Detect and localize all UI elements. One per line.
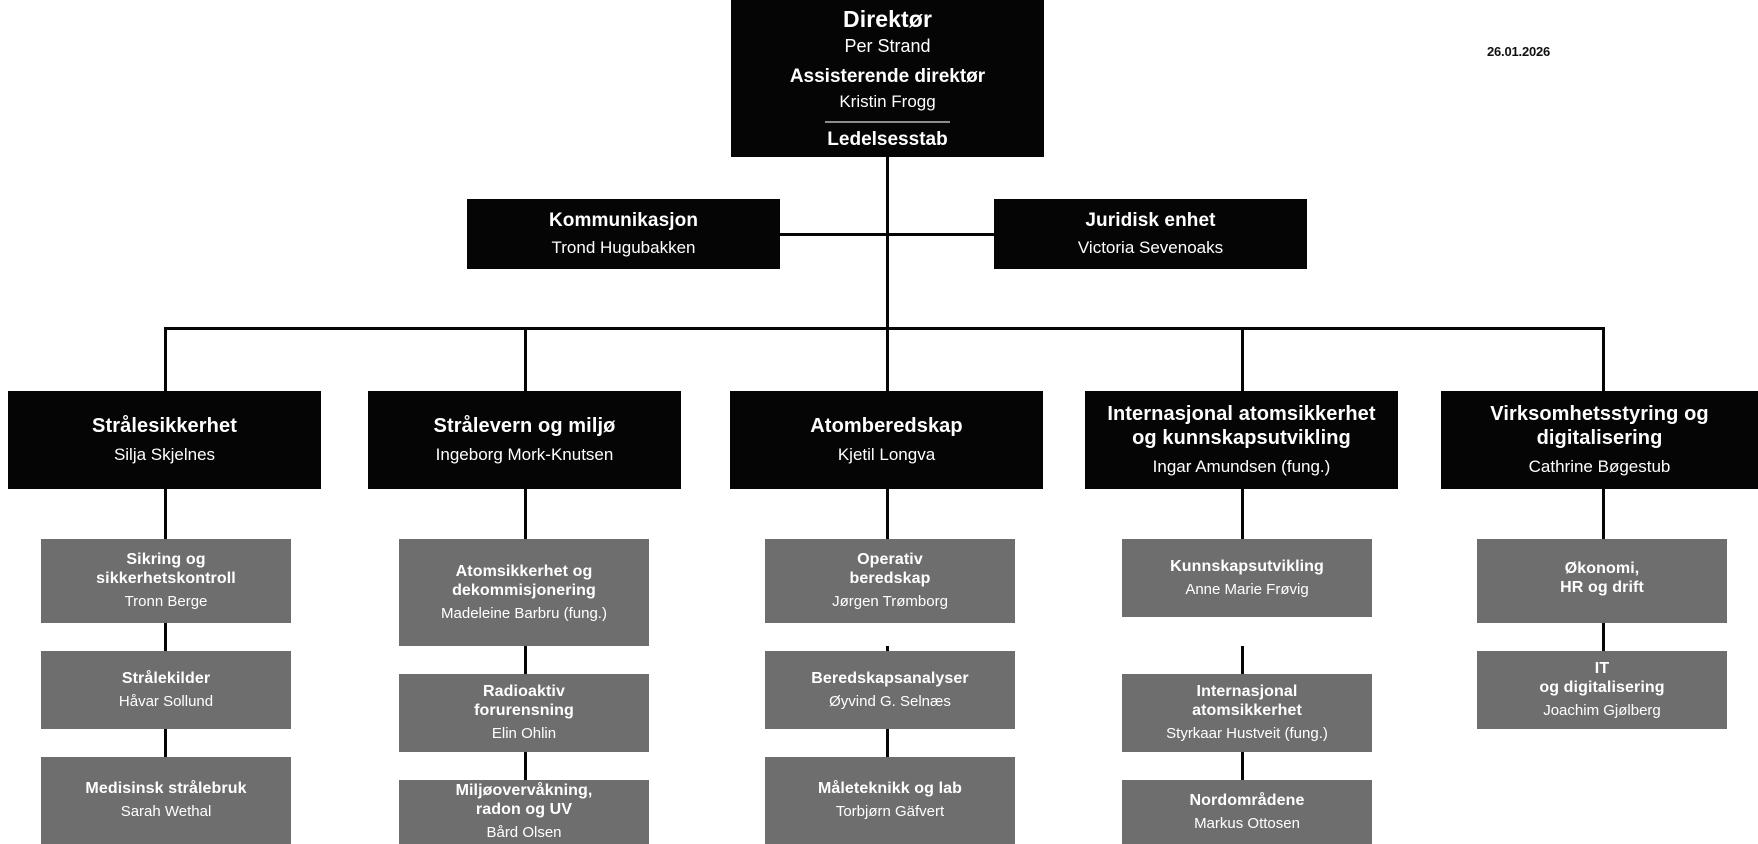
connector-sec-1-1 <box>164 489 167 539</box>
connector-drop-dept-3 <box>886 327 889 391</box>
section-title: Nordområdene <box>1189 791 1305 809</box>
department-title: Strålevern og miljø <box>433 414 616 437</box>
section-title: Måleteknikk og lab <box>817 780 963 798</box>
connector-department-bus <box>164 327 1605 330</box>
director-name: Per Strand <box>844 36 931 57</box>
section-head: Markus Ottosen <box>1194 814 1300 832</box>
section-head: Sarah Wethal <box>120 803 212 821</box>
connector-sec-5-1 <box>1602 489 1605 539</box>
section-head: Håvar Sollund <box>118 692 214 710</box>
section-head: Joachim Gjølberg <box>1543 702 1661 720</box>
connector-sec-5-2 <box>1602 623 1605 651</box>
connector-sec-2-1 <box>524 489 527 539</box>
section-miljoovervakning-radon-og-uv[interactable]: Miljøovervåkning,radon og UV Bård Olsen <box>399 780 649 844</box>
connector-sec-3-1 <box>886 489 889 539</box>
section-head: Tronn Berge <box>124 593 208 611</box>
connector-director-vertical <box>886 157 889 329</box>
section-nordomradene[interactable]: Nordområdene Markus Ottosen <box>1122 780 1372 844</box>
connector-sec-4-2 <box>1241 646 1244 674</box>
leadership-staff-label: Ledelsesstab <box>827 128 948 150</box>
director-box[interactable]: Direktør Per Strand Assisterende direktø… <box>731 0 1044 157</box>
department-head: Kjetil Longva <box>837 445 936 465</box>
connector-sec-2-2 <box>524 646 527 674</box>
section-title: Miljøovervåkning,radon og UV <box>455 782 593 819</box>
connector-sec-4-1 <box>1241 489 1244 539</box>
section-head: Øyvind G. Selnæs <box>829 692 951 710</box>
staff-unit-kommunikasjon[interactable]: Kommunikasjon Trond Hugubakken <box>467 199 780 269</box>
section-head: Madeleine Barbru (fung.) <box>441 604 607 622</box>
department-title: Atomberedskap <box>810 414 963 437</box>
section-okonomi-hr-og-drift[interactable]: Økonomi,HR og drift <box>1477 539 1727 623</box>
connector-sec-1-2 <box>164 623 167 651</box>
department-stralevern-og-miljo[interactable]: Strålevern og miljø Ingeborg Mork-Knutse… <box>368 391 681 489</box>
section-head: Jørgen Trømborg <box>832 593 948 611</box>
connector-sec-1-3 <box>164 729 167 757</box>
section-title: Økonomi,HR og drift <box>1560 560 1644 596</box>
director-title: Direktør <box>843 6 932 32</box>
connector-sec-3-3 <box>886 729 889 757</box>
connector-sec-2-3 <box>524 752 527 780</box>
section-head: Elin Ohlin <box>491 725 557 743</box>
connector-drop-dept-2 <box>524 327 527 391</box>
section-head: Styrkaar Hustveit (fung.) <box>1166 725 1328 743</box>
department-head: Cathrine Bøgestub <box>1528 457 1671 477</box>
staff-unit-juridisk-enhet[interactable]: Juridisk enhet Victoria Sevenoaks <box>994 199 1307 269</box>
section-medisinsk-stralebruk[interactable]: Medisinsk strålebruk Sarah Wethal <box>41 757 291 844</box>
staff-unit-name: Trond Hugubakken <box>551 238 696 258</box>
section-head: Anne Marie Frøvig <box>1185 580 1309 598</box>
department-title: Strålesikkerhet <box>92 414 237 437</box>
section-head: Torbjørn Gäfvert <box>835 803 945 821</box>
department-head: Ingeborg Mork-Knutsen <box>435 445 614 465</box>
section-maleteknikk-og-lab[interactable]: Måleteknikk og lab Torbjørn Gäfvert <box>765 757 1015 844</box>
date-stamp: 26.01.2026 <box>1487 44 1551 59</box>
staff-unit-title: Juridisk enhet <box>1085 209 1216 231</box>
section-title: Medisinsk strålebruk <box>85 780 247 798</box>
section-title: Strålekilder <box>121 669 211 687</box>
staff-unit-name: Victoria Sevenoaks <box>1077 238 1224 258</box>
section-kunnskapsutvikling[interactable]: Kunnskapsutvikling Anne Marie Frøvig <box>1122 539 1372 617</box>
section-title: Kunnskapsutvikling <box>1170 557 1324 575</box>
section-title: Beredskapsanalyser <box>811 669 969 687</box>
connector-staff-left <box>780 233 888 236</box>
department-head: Silja Skjelnes <box>113 445 216 465</box>
department-head: Ingar Amundsen (fung.) <box>1152 457 1331 477</box>
connector-drop-dept-4 <box>1241 327 1244 391</box>
connector-staff-right <box>886 233 996 236</box>
connector-drop-dept-1 <box>164 327 167 391</box>
department-atomberedskap[interactable]: Atomberedskap Kjetil Longva <box>730 391 1043 489</box>
deputy-director-name: Kristin Frogg <box>839 91 936 111</box>
section-beredskapsanalyser[interactable]: Beredskapsanalyser Øyvind G. Selnæs <box>765 651 1015 729</box>
connector-drop-dept-5 <box>1602 327 1605 391</box>
section-head: Bård Olsen <box>486 824 562 842</box>
staff-unit-title: Kommunikasjon <box>548 209 699 231</box>
department-stralesikkerhet[interactable]: Strålesikkerhet Silja Skjelnes <box>8 391 321 489</box>
deputy-director-title: Assisterende direktør <box>789 66 986 88</box>
section-stralekilder[interactable]: Strålekilder Håvar Sollund <box>41 651 291 729</box>
connector-sec-4-3 <box>1241 752 1244 780</box>
director-divider <box>825 120 950 123</box>
